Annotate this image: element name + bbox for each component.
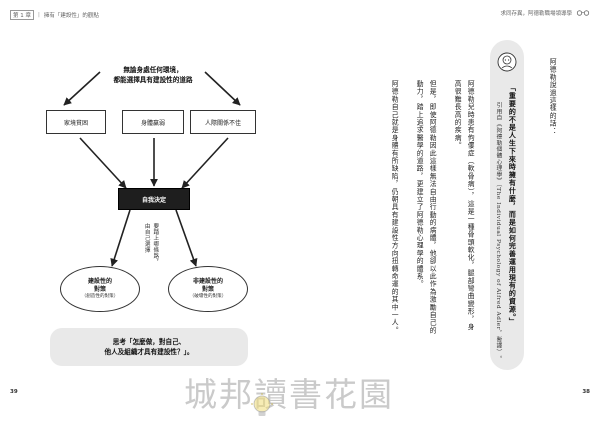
constructive-option: 建設性的 對策 （創造性的對策） (60, 266, 140, 312)
running-header-right: 求同存異，阿德勒職場領導學 (500, 9, 590, 17)
adler-avatar-icon (497, 52, 517, 72)
quote-citation: 引用自《阿德勒個體心理學》（The Individual Psychology … (494, 102, 501, 362)
arrow-goal-right (204, 71, 241, 106)
running-header-left: 第 1 章 | 擁有「建設性」的觀點 (10, 10, 99, 20)
arrow-box1-decision (79, 137, 127, 189)
goal-text: 無論身處任何環境， 都能選擇具有建設性的道路 (113, 66, 193, 84)
chapter-title: 擁有「建設性」的觀點 (43, 13, 99, 19)
arrow-goal-left (63, 71, 101, 106)
watermark: 城邦讀書花園 (184, 375, 394, 414)
chapter-label: 第 1 章 (10, 10, 34, 20)
box-poverty: 家境貧困 (46, 110, 106, 134)
arrow-decision-destructive (175, 209, 198, 267)
lightbulb-icon (251, 393, 273, 416)
diagram-arrows (63, 71, 241, 267)
decision-note: 要踏上哪條路， 由自己選擇 (143, 223, 159, 265)
paragraph-1-cont: 高很難長高的疾病。 (453, 80, 462, 150)
destructive-option: 非建設性的 對策 （破壞性的對策） (168, 266, 248, 312)
arrow-decision-constructive (110, 209, 131, 267)
page-number-right: 38 (582, 389, 590, 395)
paragraph-1: 阿德勒兒時患有佝僂症（軟骨病），這是一種骨頭軟化，腿部彎曲變形，身 (466, 80, 475, 331)
adler-quote: 「重要的不是人生下來時擁有什麼，而是如何完善運用現有的資源。」 (508, 84, 518, 326)
paragraph-3: 阿德勒自己就是身體有所缺陷，仍朝具有建設性方向扭轉命運的其中一人。 (390, 80, 399, 335)
glasses-icon (576, 10, 590, 16)
page-number-left: 39 (10, 389, 18, 395)
paragraph-2-cont: 動力，踏上追求醫學的道路，更建立了阿德勒心理學的體系。 (415, 80, 424, 288)
quote-box (490, 40, 524, 370)
left-page: 第 1 章 | 擁有「建設性」的觀點 無論身處任何環境， 都能選擇具有建設性的道… (10, 10, 256, 395)
decision-box: 自我決定 (118, 188, 190, 210)
book-title: 求同存異，阿德勒職場領導學 (500, 11, 572, 17)
paragraph-2: 但是，即使阿德勒因此這樣無法自由行動的病體，他卻以此作為激勵自己的 (428, 80, 437, 335)
box-weak-body: 身體羸弱 (122, 110, 184, 134)
think-question-box: 思考「怎麼做，對自己、 他人及組織才具有建設性？」。 (50, 328, 248, 366)
intro-line: 阿德勒說過這樣的話： (548, 58, 557, 135)
arrow-box3-decision (181, 137, 229, 189)
box-bad-relations: 人際關係不佳 (190, 110, 256, 134)
